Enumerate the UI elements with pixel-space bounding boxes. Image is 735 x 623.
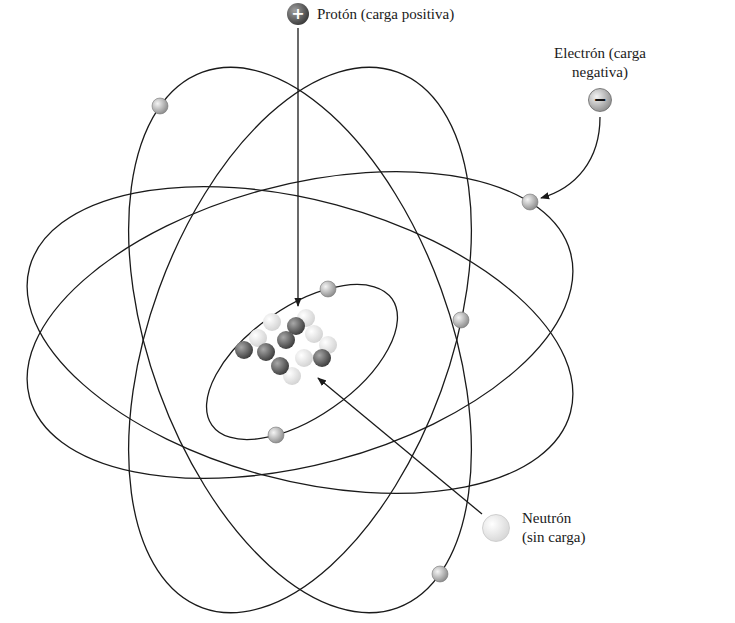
nucleus bbox=[235, 309, 337, 385]
charge-symbol: + bbox=[291, 6, 304, 22]
electron-sphere bbox=[152, 98, 168, 114]
pointer-arrows bbox=[298, 28, 600, 514]
particle-label: Protón (carga positiva) bbox=[317, 5, 454, 24]
proton-sphere bbox=[313, 349, 331, 367]
neutron-sphere bbox=[295, 349, 313, 367]
orbit bbox=[62, 21, 539, 623]
proton-sphere bbox=[257, 343, 275, 361]
electron-legend: − Electrón (carga negativa) bbox=[540, 44, 660, 112]
particle-label: Electrón (carga negativa) bbox=[540, 44, 660, 82]
neutron-legend: Neutrón (sin carga) bbox=[482, 509, 594, 547]
orbit bbox=[62, 21, 539, 623]
neutron-sphere bbox=[305, 325, 323, 343]
neutron-sphere bbox=[263, 313, 281, 331]
orbits bbox=[0, 21, 607, 623]
electron-sphere bbox=[320, 281, 336, 297]
proton-sphere bbox=[271, 357, 289, 375]
electron-sphere bbox=[522, 194, 538, 210]
electron-icon: − bbox=[588, 88, 612, 112]
proton-icon: + bbox=[287, 3, 309, 25]
inner-orbit bbox=[180, 254, 423, 470]
pointer-arrow bbox=[318, 378, 482, 514]
charge-symbol: − bbox=[593, 92, 606, 108]
proton-sphere bbox=[277, 331, 295, 349]
electrons bbox=[152, 98, 538, 582]
pointer-arrow bbox=[297, 28, 298, 306]
proton-legend: + Protón (carga positiva) bbox=[287, 3, 454, 25]
electron-sphere bbox=[268, 427, 284, 443]
pointer-arrow bbox=[541, 117, 600, 198]
proton-sphere bbox=[235, 341, 253, 359]
particle-label: Neutrón (sin carga) bbox=[522, 509, 594, 547]
electron-sphere bbox=[432, 566, 448, 582]
neutron-icon bbox=[482, 514, 510, 542]
electron-sphere bbox=[453, 312, 469, 328]
orbit bbox=[0, 132, 607, 547]
